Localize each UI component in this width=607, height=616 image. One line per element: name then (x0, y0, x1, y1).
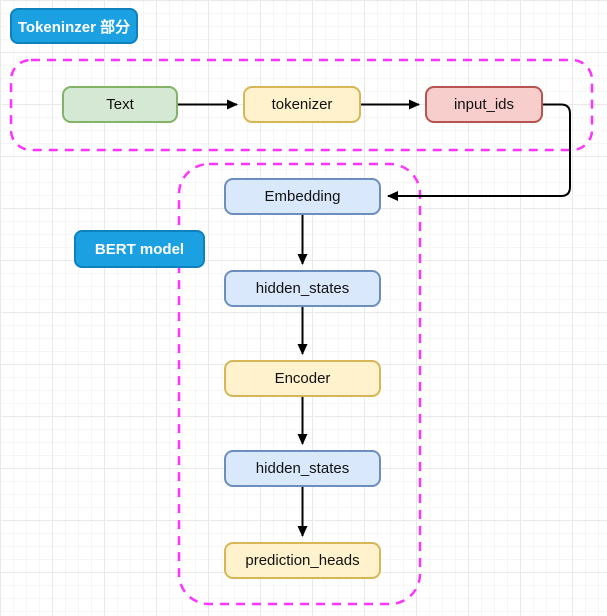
node-embedding-label: Embedding (264, 188, 341, 205)
node-tokenizer-label: tokenizer (271, 96, 333, 113)
arrow-input-ids-to-embedding[interactable] (387, 103, 571, 201)
tokenizer-section-container[interactable] (9, 58, 594, 152)
node-prediction-heads[interactable]: prediction_heads (224, 542, 381, 579)
bert-model-label[interactable]: BERT model (74, 230, 205, 268)
node-prediction-heads-label: prediction_heads (245, 552, 360, 569)
node-encoder[interactable]: Encoder (224, 360, 381, 397)
node-text-label: Text (106, 96, 134, 113)
bert-model-label-text: BERT model (94, 240, 185, 258)
node-embedding[interactable]: Embedding (224, 178, 381, 215)
node-input-ids[interactable]: input_ids (425, 86, 543, 123)
node-hidden-states-2-label: hidden_states (255, 460, 350, 477)
node-encoder-label: Encoder (274, 370, 331, 387)
node-input-ids-label: input_ids (453, 96, 515, 113)
node-hidden-states-2[interactable]: hidden_states (224, 450, 381, 487)
node-text[interactable]: Text (62, 86, 178, 123)
bert-model-container[interactable] (177, 162, 422, 606)
node-hidden-states-1[interactable]: hidden_states (224, 270, 381, 307)
node-hidden-states-1-label: hidden_states (255, 280, 350, 297)
tokenizer-section-label[interactable]: Tokeninzer 部分 (10, 8, 138, 44)
node-tokenizer[interactable]: tokenizer (243, 86, 361, 123)
tokenizer-section-label-text: Tokeninzer 部分 (17, 18, 131, 36)
